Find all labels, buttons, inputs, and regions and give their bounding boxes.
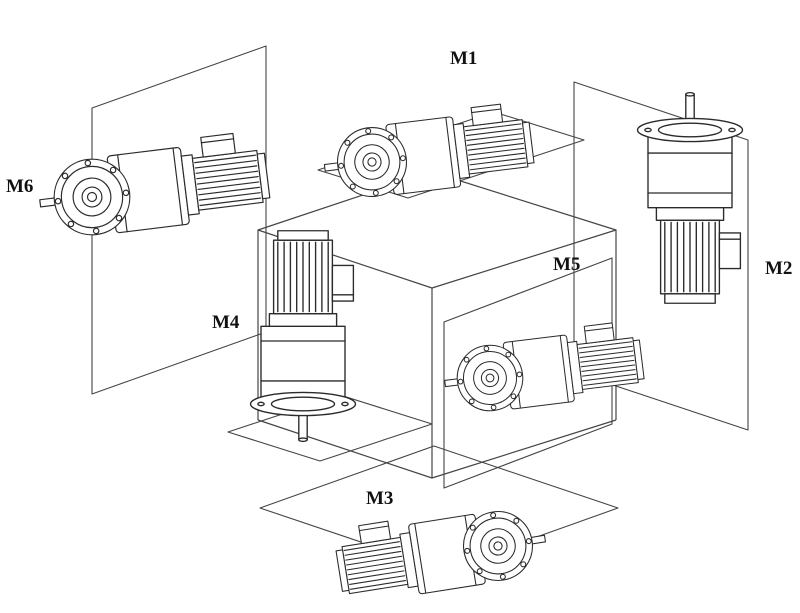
- gearmotor-m3-drawing: [332, 496, 552, 607]
- label-m4: M4: [212, 312, 240, 333]
- gearmotor-m6-drawing: [34, 129, 273, 243]
- label-m6: M6: [6, 176, 33, 197]
- label-m1: M1: [450, 48, 477, 69]
- gearmotor-m1-drawing: [319, 100, 537, 204]
- gearmotor-m2-drawing: [636, 91, 744, 304]
- mounting-plane-m5: [443, 257, 613, 489]
- label-m2: M2: [765, 258, 792, 279]
- mounting-cube: [257, 171, 617, 479]
- label-m3: M3: [366, 488, 393, 509]
- gearmotor-m5-drawing: [439, 319, 647, 418]
- label-m5: M5: [553, 254, 580, 275]
